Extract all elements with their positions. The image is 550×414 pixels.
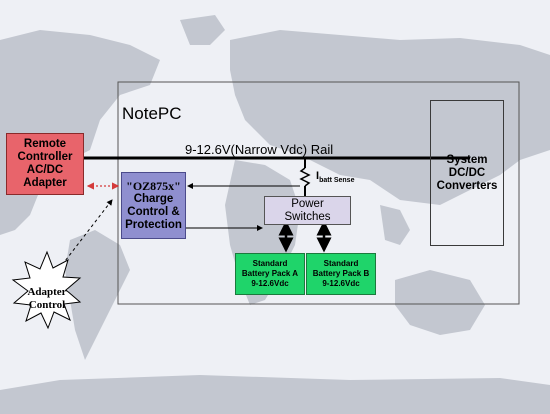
charge-line1: Charge — [133, 192, 174, 205]
dcdc-line2: DC/DC — [448, 166, 486, 179]
dcdc-line1: System — [446, 153, 488, 166]
charge-control-box: "OZ875x" Charge Control & Protection — [121, 172, 186, 239]
remote-line1: Remote — [23, 138, 67, 150]
notepc-boundary — [117, 81, 520, 305]
remote-adapter-box: Remote Controller AC/DC Adapter — [6, 133, 84, 195]
adapter-control-label: Adapter Control — [18, 286, 76, 312]
ibatt-sub: batt Sense — [319, 177, 355, 185]
adapter-control-line — [61, 199, 113, 266]
rail-label: 9-12.6V(Narrow Vdc) Rail — [185, 142, 334, 157]
dcdc-line3: Converters — [436, 179, 498, 192]
pack-a-line1: Standard — [252, 259, 288, 268]
sense-resistor — [299, 167, 311, 187]
pack-b-line3: 9-12.6Vdc — [322, 279, 360, 288]
pack-a-line2: Battery Pack A — [241, 269, 299, 278]
ibatt-sense-label: Ibatt Sense — [316, 170, 354, 184]
charge-line2: Control & — [127, 205, 180, 218]
power-line1: Power — [291, 197, 324, 210]
notepc-label: NotePC — [122, 104, 182, 123]
ibatt-main: I — [316, 170, 320, 182]
pack-b-line1: Standard — [323, 259, 359, 268]
charge-line3: Protection — [125, 218, 182, 231]
pack-a-line3: 9-12.6Vdc — [251, 279, 289, 288]
chip-label: "OZ875x" — [126, 178, 181, 193]
adapter-control-starburst — [11, 250, 82, 330]
adapter-line2: Control — [28, 299, 66, 311]
dcdc-converters-box: System DC/DC Converters — [430, 100, 504, 246]
remote-line4: Adapter — [23, 177, 67, 189]
adapter-line1: Adapter — [27, 286, 67, 298]
remote-line2: Controller — [17, 151, 73, 163]
power-line2: Switches — [284, 210, 331, 223]
battery-pack-a-box: Standard Battery Pack A 9-12.6Vdc — [235, 253, 305, 295]
pack-b-line2: Battery Pack B — [312, 269, 370, 278]
power-switches-box: Power Switches — [264, 196, 351, 225]
remote-line3: AC/DC — [26, 164, 64, 176]
battery-pack-b-box: Standard Battery Pack B 9-12.6Vdc — [306, 253, 376, 295]
